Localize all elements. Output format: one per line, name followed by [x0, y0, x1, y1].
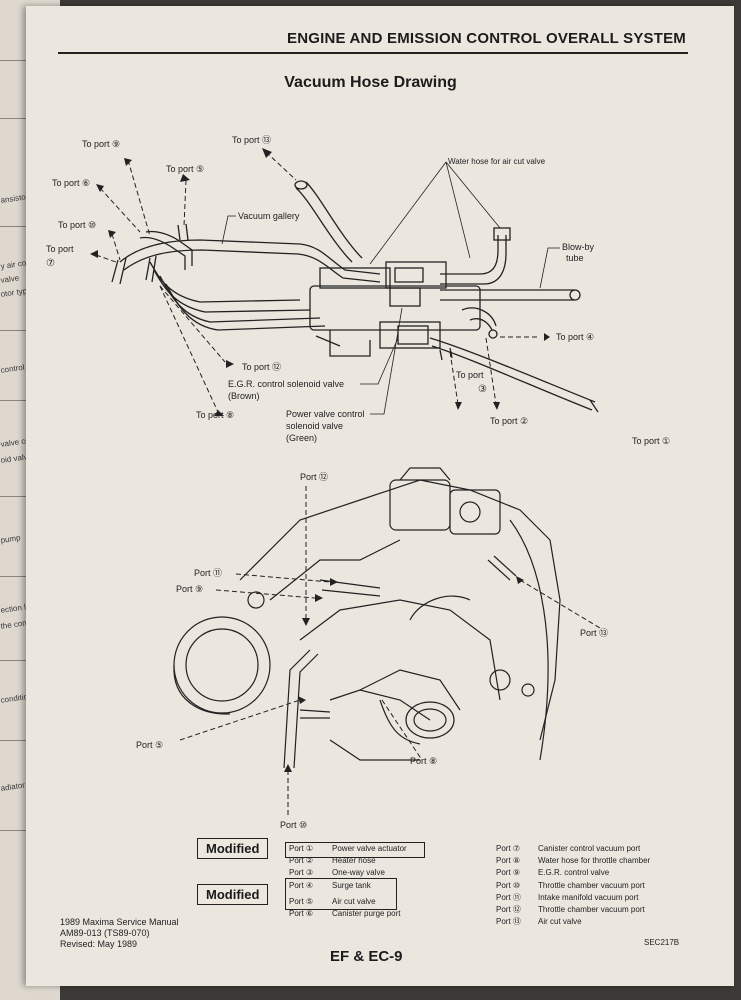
- legend-row: Port ⑫ Throttle chamber vacuum port: [496, 904, 650, 916]
- legend-row: Port ⑩ Throttle chamber vacuum port: [496, 880, 650, 892]
- tab-divider: [0, 118, 48, 119]
- legend-desc: Heater hose: [332, 856, 376, 866]
- tab-divider: [0, 226, 48, 227]
- label-bottom-port8: Port ⑧: [410, 756, 437, 766]
- legend-row: Port ⑥ Canister purge port: [289, 908, 407, 920]
- legend-desc: Air cut valve: [332, 896, 376, 906]
- legend-row: Port ⑪ Intake manifold vacuum port: [496, 892, 650, 904]
- label-top-port8: To port ⑧: [196, 410, 234, 420]
- tab-divider: [0, 576, 48, 577]
- tab-divider: [0, 496, 48, 497]
- legend-row: Port ② Heater hose: [289, 855, 407, 867]
- legend-desc: E.G.R. control valve: [538, 868, 610, 878]
- legend-row: Port ⑧ Water hose for throttle chamber: [496, 855, 650, 867]
- tab-divider: [0, 830, 48, 831]
- label-bottom-port11: Port ⑪: [194, 568, 222, 578]
- tab-divider: [0, 660, 48, 661]
- label-pv-1: Power valve control: [286, 409, 365, 419]
- legend-row: Port ⑦ Canister control vacuum port: [496, 843, 650, 855]
- label-top-port12: To port ⑫: [242, 362, 281, 372]
- main-page: [26, 6, 734, 986]
- legend-highlight-ports-3-4: [285, 878, 397, 910]
- modified-box-2: Modified: [197, 884, 269, 905]
- legend-port: Port ⑬: [496, 917, 521, 927]
- label-top-port5: To port ⑤: [166, 164, 204, 174]
- figure-code: SEC217B: [644, 938, 680, 947]
- page-header: ENGINE AND EMISSION CONTROL OVERALL SYST…: [58, 28, 688, 54]
- label-top-port7a: To port: [46, 244, 74, 254]
- label-top-port7b: ⑦: [46, 258, 55, 269]
- vacuum-hose-diagram: To port ⑬ To port ⑨ To port ⑤ To port ⑥ …: [46, 135, 670, 446]
- modified-box-1: Modified: [197, 838, 269, 859]
- label-top-port1: To port ①: [632, 436, 670, 446]
- legend-port: Port ⑧: [496, 856, 521, 866]
- legend-port: Port ⑫: [496, 905, 521, 915]
- label-top-port4: To port ④: [556, 332, 594, 342]
- footer-info: 1989 Maxima Service Manual AM89-013 (TS8…: [60, 917, 179, 950]
- tab-divider: [0, 740, 48, 741]
- label-vacuum-gallery: Vacuum gallery: [238, 211, 300, 221]
- legend-port: Port ⑨: [496, 868, 521, 878]
- label-pv-3: (Green): [286, 433, 317, 443]
- legend-row: Port ⑤ Air cut valve: [289, 896, 407, 908]
- legend-desc: Surge tank: [332, 880, 371, 890]
- footer-line-3: Revised: May 1989: [60, 939, 138, 949]
- label-egr-2: (Brown): [228, 391, 260, 401]
- legend-port: Port ⑥: [289, 909, 314, 919]
- label-bottom-port13: Port ⑬: [580, 628, 608, 638]
- label-blowby-1: Blow-by: [562, 242, 595, 252]
- label-water-hose: Water hose for air cut valve: [448, 157, 546, 166]
- legend-right: Port ⑦ Canister control vacuum port Port …: [496, 843, 650, 928]
- label-bottom-port9: Port ⑨: [176, 584, 203, 594]
- legend-row: Port ④ Surge tank: [289, 880, 407, 892]
- legend-left: Port ① Power valve actuator Port ② Heater …: [289, 843, 407, 920]
- legend-port: Port ①: [289, 844, 314, 853]
- legend-row: Port ① Power valve actuator: [289, 843, 407, 855]
- legend-port: Port ④: [289, 880, 314, 890]
- legend-desc: Canister purge port: [332, 909, 401, 919]
- legend-row: Port ⑨ E.G.R. control valve: [496, 867, 650, 879]
- footer-line-2: AM89-013 (TS89-070): [60, 928, 150, 938]
- label-bottom-port12: Port ⑫: [300, 472, 328, 482]
- legend-port: Port ②: [289, 856, 314, 866]
- label-top-port3a: To port: [456, 370, 484, 380]
- header-title: ENGINE AND EMISSION CONTROL OVERALL SYST…: [287, 30, 686, 47]
- label-pv-2: solenoid valve: [286, 421, 343, 431]
- legend-port: Port ⑩: [496, 880, 521, 890]
- legend-desc: Water hose for throttle chamber: [538, 856, 651, 866]
- label-top-port13: To port ⑬: [232, 135, 271, 145]
- legend-row: Port ⑬ Air cut valve: [496, 916, 650, 928]
- label-top-port10: To port ⑩: [58, 220, 96, 230]
- legend-port: Port ③: [289, 868, 314, 878]
- label-blowby-2: tube: [566, 253, 584, 263]
- legend-desc: Intake manifold vacuum port: [538, 892, 639, 902]
- legend-desc: Air cut valve: [538, 917, 582, 927]
- label-bottom-port5: Port ⑤: [136, 740, 163, 750]
- footer-line-1: 1989 Maxima Service Manual: [60, 917, 179, 927]
- legend-port: Port ⑤: [289, 896, 314, 906]
- tab-divider: [0, 330, 48, 331]
- label-egr-1: E.G.R. control solenoid valve: [228, 379, 344, 389]
- label-top-port2: To port ②: [490, 416, 528, 426]
- legend-highlight-port1: [285, 842, 425, 858]
- legend-desc: Power valve actuator: [332, 844, 407, 853]
- legend-desc: Throttle chamber vacuum port: [538, 880, 645, 890]
- tab-divider: [0, 60, 48, 61]
- legend-row: Port ③ One-way valve: [289, 867, 407, 879]
- page-number: EF & EC-9: [330, 948, 403, 965]
- label-bottom-port10: Port ⑩: [280, 820, 307, 830]
- label-top-port9: To port ⑨: [82, 139, 120, 149]
- legend-desc: Throttle chamber vacuum port: [538, 905, 645, 915]
- tab-divider: [0, 400, 48, 401]
- legend-port: Port ⑦: [496, 844, 521, 853]
- legend-port: Port ⑪: [496, 892, 521, 902]
- label-top-port3b: ③: [478, 384, 487, 395]
- label-top-port6: To port ⑥: [52, 178, 90, 188]
- legend-desc: One-way valve: [332, 868, 385, 878]
- engine-illustration: Port ⑫ Port ⑪ Port ⑨ Port ⑬ Port ⑤ Port …: [136, 467, 608, 830]
- legend-desc: Canister control vacuum port: [538, 844, 641, 853]
- diagram-title: Vacuum Hose Drawing: [284, 74, 457, 91]
